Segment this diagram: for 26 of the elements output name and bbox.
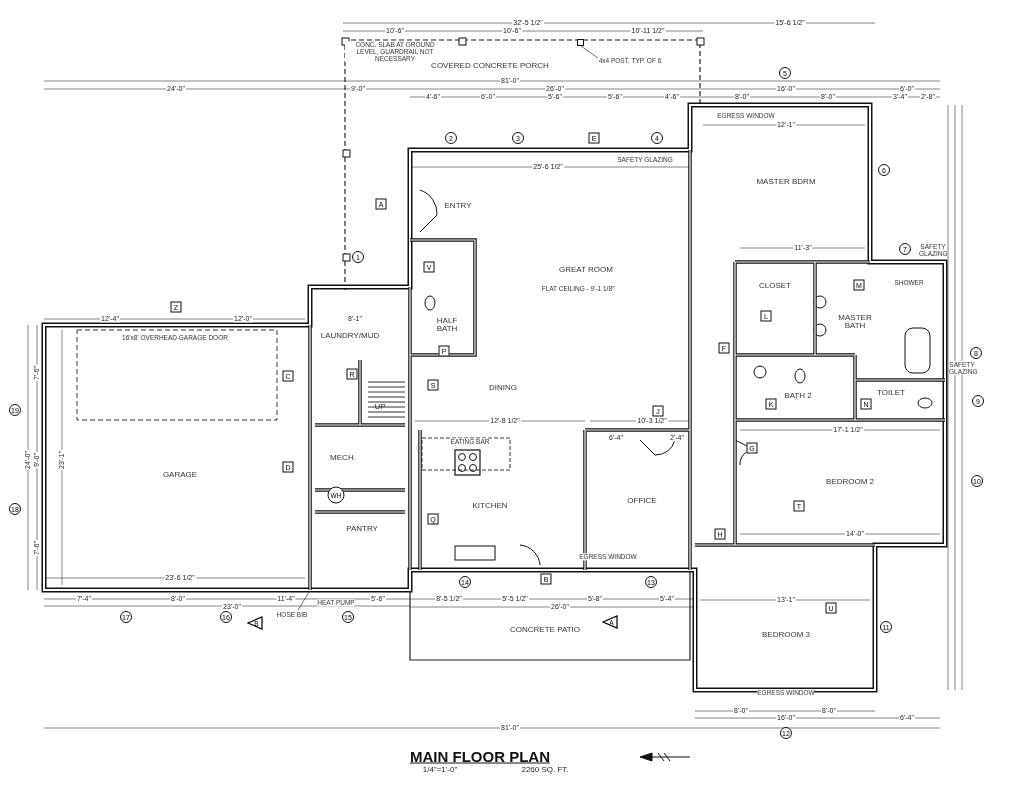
leader-line bbox=[580, 45, 599, 59]
room-label: HALF BATH bbox=[435, 316, 459, 334]
room-label: MASTER BDRM bbox=[756, 177, 816, 187]
room-label: TOILET bbox=[877, 388, 905, 398]
room-label: GARAGE bbox=[162, 470, 198, 480]
post-symbol bbox=[577, 39, 584, 46]
room-label: OFFICE bbox=[627, 496, 657, 506]
plan-title: MAIN FLOOR PLAN bbox=[410, 747, 550, 765]
leader-line bbox=[297, 591, 310, 611]
subtitle-text: 1/4"=1'-0" bbox=[422, 765, 458, 775]
room-label: BATH 2 bbox=[784, 391, 812, 401]
room-label: COVERED CONCRETE PORCH bbox=[431, 61, 549, 71]
room-label: UP bbox=[374, 402, 386, 412]
room-label: BEDROOM 2 bbox=[826, 477, 874, 487]
room-label: MECH. bbox=[330, 453, 356, 463]
subtitle-text: 2260 SQ. FT. bbox=[521, 765, 569, 775]
room-label: MASTER BATH bbox=[838, 313, 872, 331]
room-label: KITCHEN bbox=[472, 501, 508, 511]
room-label: DINING bbox=[489, 383, 517, 393]
room-label: LAUNDRY/MUD bbox=[320, 331, 380, 341]
room-label: CLOSET bbox=[759, 281, 791, 291]
room-label: CONCRETE PATIO bbox=[510, 625, 580, 635]
room-label: ENTRY bbox=[444, 201, 472, 211]
room-label: BEDROOM 3 bbox=[762, 630, 810, 640]
room-label: GREAT ROOM bbox=[559, 265, 613, 275]
room-label: PANTRY bbox=[346, 524, 378, 534]
